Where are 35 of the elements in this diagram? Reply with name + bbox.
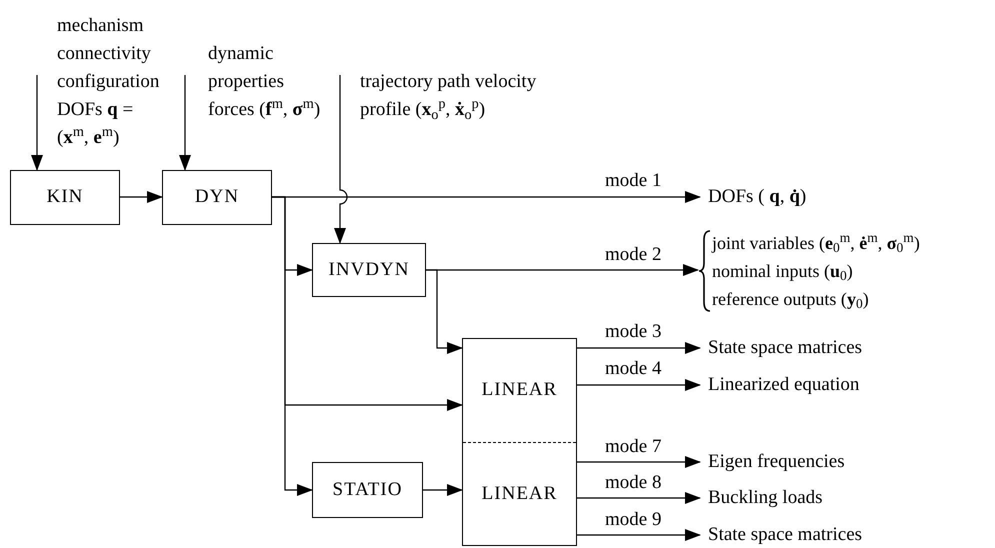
process-box bbox=[10, 170, 120, 225]
arrow bbox=[423, 484, 463, 496]
box-label: KIN bbox=[46, 185, 84, 210]
output-label: State space matrices bbox=[708, 336, 862, 360]
input-note: dynamic properties forces (f$^{m}$, σ$^{m}$) bbox=[208, 42, 322, 122]
output-label: reference outputs (y$_{0}$) bbox=[712, 288, 870, 313]
arrow bbox=[272, 196, 313, 496]
arrow bbox=[31, 75, 43, 171]
output-label: Buckling loads bbox=[708, 486, 823, 510]
arrow bbox=[575, 342, 701, 354]
process-box bbox=[312, 243, 426, 297]
arrow bbox=[575, 456, 701, 468]
output-label: Linearized equation bbox=[708, 373, 860, 397]
box-label: STATIO bbox=[332, 478, 402, 502]
process-box bbox=[312, 462, 423, 518]
arrow bbox=[575, 379, 701, 391]
arrow bbox=[179, 75, 191, 171]
arrow bbox=[120, 191, 163, 203]
box-label: DYN bbox=[194, 185, 240, 210]
input-note: trajectory path velocity profile (x$_{o}$$^{p}$, ẋ$_{o}$$^{p}$) bbox=[360, 70, 538, 124]
input-note: mechanism connectivity configuration DOFs q = (x$^{m}$, e$^{m}$) bbox=[57, 14, 160, 150]
output-label: nominal inputs (u$_{0}$) bbox=[712, 260, 854, 285]
box-label: LINEAR bbox=[482, 378, 558, 402]
split-box bbox=[462, 338, 577, 546]
output-label: State space matrices bbox=[708, 523, 862, 547]
process-box bbox=[162, 170, 272, 225]
output-label: Eigen frequencies bbox=[708, 450, 845, 474]
arrow bbox=[575, 529, 701, 541]
output-label: joint variables (e$_{0}$$^{m}$, ė$^{m}$, σ$_{0}$$^{m}$) bbox=[712, 229, 921, 257]
arrow bbox=[426, 269, 463, 354]
arrow bbox=[334, 75, 348, 244]
box-label: LINEAR bbox=[482, 482, 558, 506]
box-label: INVDYN bbox=[328, 258, 410, 282]
arrow bbox=[575, 492, 701, 504]
output-label: DOFs ( q, q̇) bbox=[708, 185, 806, 209]
